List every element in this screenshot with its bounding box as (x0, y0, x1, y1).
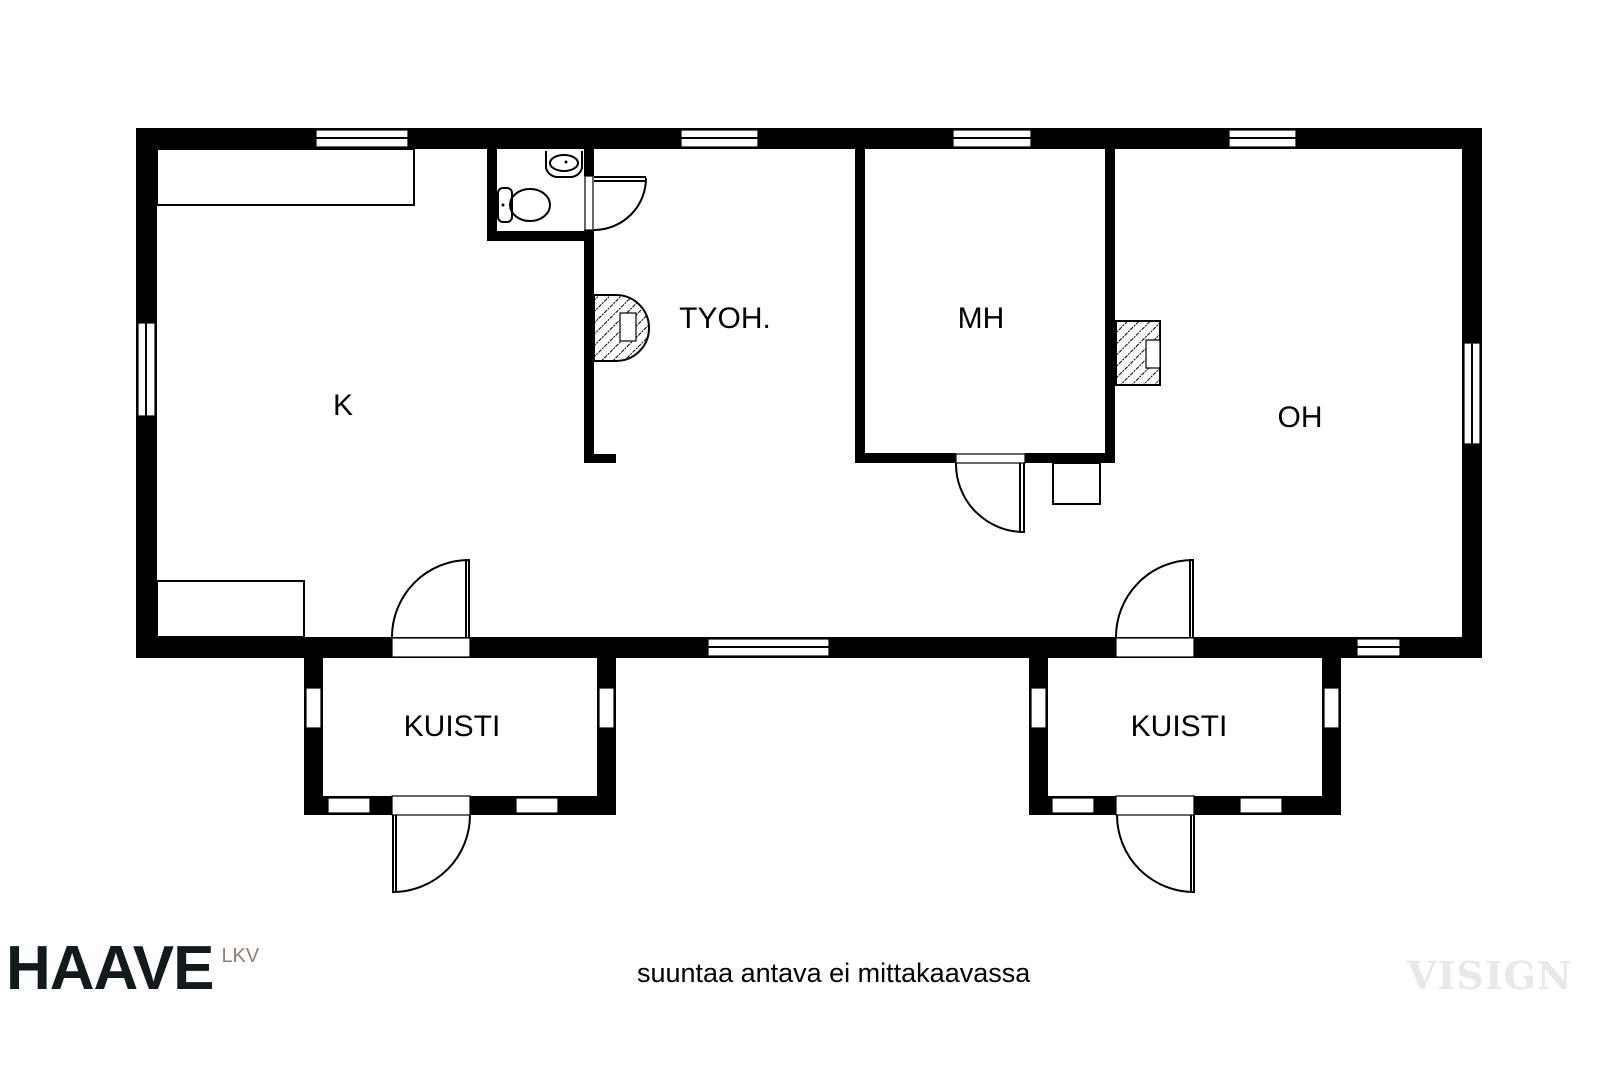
haave-logo: HAAVE (6, 934, 214, 1003)
doors (390, 175, 1195, 893)
room-label-kuisti-right: KUISTI (1131, 710, 1228, 743)
room-label-tyoh: TYOH. (679, 302, 771, 335)
interior-walls (487, 149, 1115, 463)
stove-tyoh (593, 294, 650, 362)
room-label-oh: OH (1278, 401, 1323, 434)
room-label-kuisti-left: KUISTI (404, 710, 501, 743)
sink-icon (545, 151, 583, 179)
scale-note: suuntaa antava ei mittakaavassa (637, 958, 1031, 988)
windows (137, 129, 1481, 814)
visign-watermark: VISIGN (1407, 953, 1573, 998)
kitchen-counter-top (156, 148, 415, 206)
haave-logo-suffix: LKV (221, 945, 260, 967)
room-label-mh: MH (958, 302, 1005, 335)
kitchen-counter-bottom (156, 580, 305, 638)
stove-oh (1115, 320, 1161, 386)
toilet-icon (497, 187, 551, 223)
haave-logo-group: HAAVE LKV (6, 938, 259, 1000)
room-label-k: K (333, 389, 353, 422)
cabinet-oh (1052, 462, 1101, 505)
